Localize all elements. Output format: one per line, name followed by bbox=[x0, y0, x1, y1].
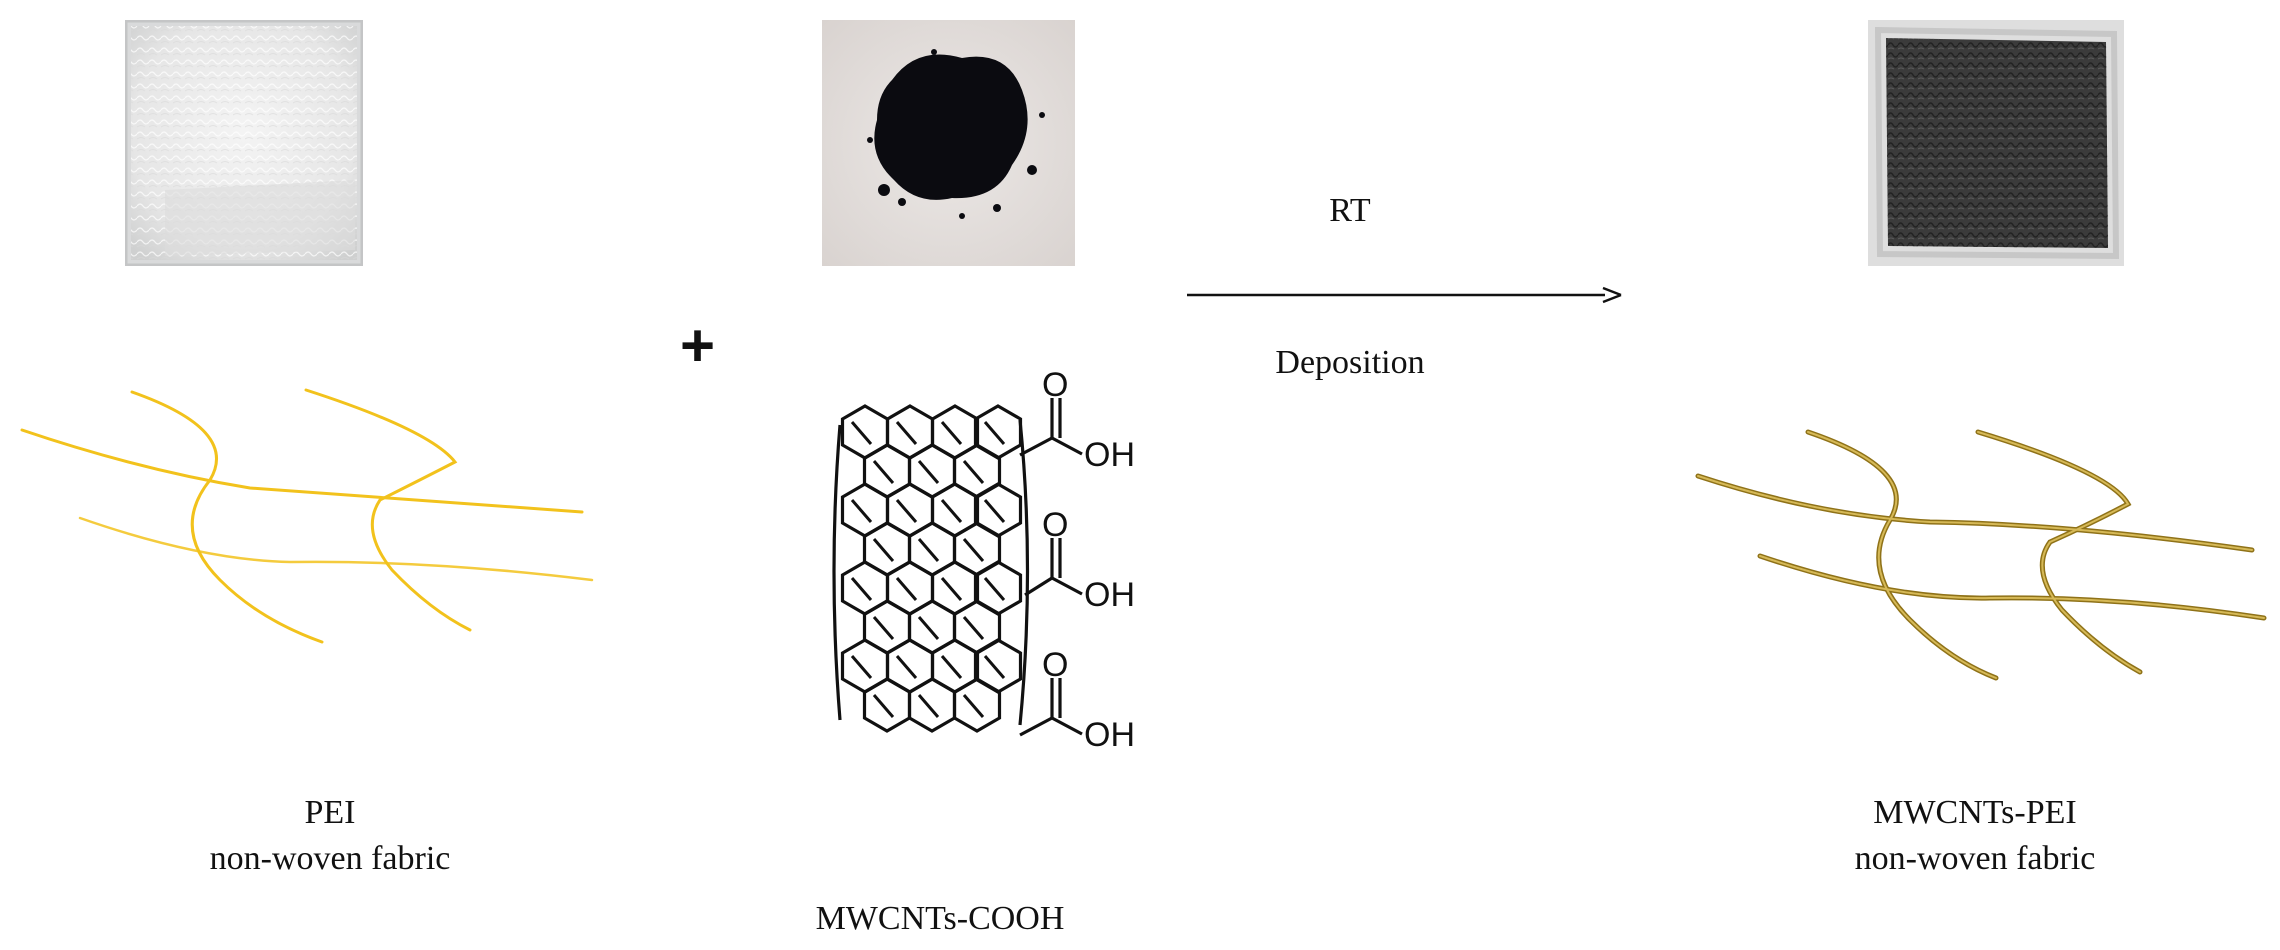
carboxyl-group-2 bbox=[1024, 538, 1083, 597]
pei-name: PEI bbox=[304, 794, 356, 831]
carboxyl-group-3 bbox=[1019, 678, 1083, 737]
pei-fiber-3 bbox=[130, 390, 324, 644]
pei-fiber-2 bbox=[78, 516, 594, 582]
coated-fiber-4 bbox=[1977, 431, 2141, 673]
coated-fiber-illustration bbox=[1695, 429, 2267, 681]
pei-subtitle: non-woven fabric bbox=[209, 840, 451, 877]
coated-fiber-2 bbox=[1759, 555, 2265, 619]
mwcnt-pei-fabric-photo bbox=[1868, 20, 2124, 266]
pei-fabric-photo bbox=[125, 20, 363, 266]
pei-fiber-4 bbox=[304, 388, 472, 632]
condition-above-arrow: RT bbox=[1329, 192, 1371, 229]
reaction-arrow bbox=[1187, 286, 1622, 304]
mwcnt-powder-photo bbox=[822, 20, 1075, 266]
pei-fiber-1 bbox=[20, 428, 584, 514]
hydroxyl-oh-2: OH bbox=[1084, 576, 1135, 614]
mwcnt-cooh-structure: O OH O OH O OH bbox=[832, 370, 1135, 754]
carbonyl-o-2: O bbox=[1042, 506, 1068, 544]
nanotube-body bbox=[832, 404, 1030, 733]
carbonyl-o-1: O bbox=[1042, 370, 1068, 404]
carbonyl-o-3: O bbox=[1042, 646, 1068, 684]
hydroxyl-oh-1: OH bbox=[1084, 436, 1135, 474]
arrow-head bbox=[1602, 286, 1622, 304]
hydroxyl-oh-3: OH bbox=[1084, 716, 1135, 754]
pei-fiber-illustration bbox=[20, 388, 594, 644]
product-subtitle: non-woven fabric bbox=[1854, 840, 2096, 877]
mwcnt-cooh-label: MWCNTs-COOH bbox=[815, 900, 1065, 937]
pei-label: PEI non-woven fabric bbox=[130, 790, 530, 882]
plus-operator: + bbox=[680, 312, 716, 379]
coated-fiber-1 bbox=[1697, 475, 2253, 551]
coated-fiber-3 bbox=[1807, 431, 1997, 679]
carboxyl-group-1 bbox=[1019, 398, 1083, 457]
product-name: MWCNTs-PEI bbox=[1873, 794, 2077, 831]
product-label: MWCNTs-PEI non-woven fabric bbox=[1775, 790, 2175, 882]
condition-below-arrow: Deposition bbox=[1275, 344, 1425, 381]
